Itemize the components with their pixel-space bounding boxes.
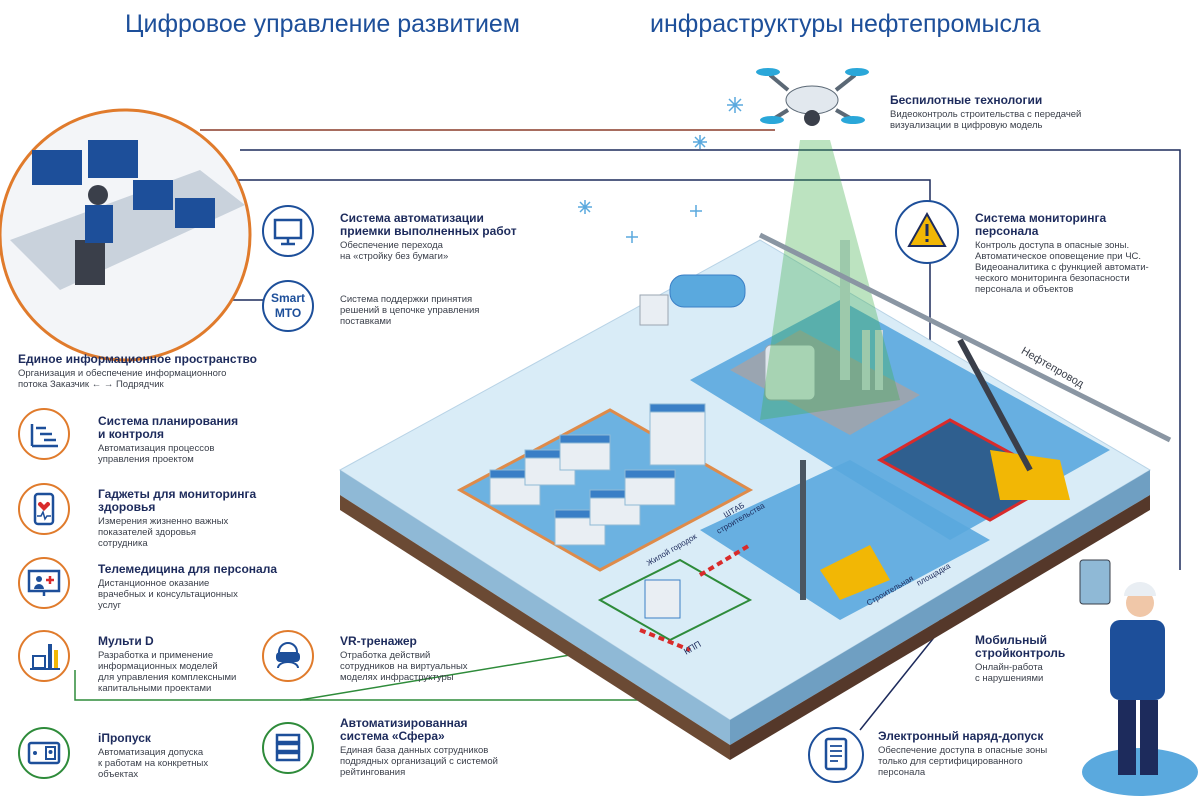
- drone-icon: [756, 68, 869, 126]
- pile-driver: [800, 460, 806, 600]
- blue-zone-site: [700, 460, 990, 620]
- acceptance-icon-circle: [262, 205, 314, 257]
- crane-truck: [990, 450, 1070, 500]
- database-icon: [275, 733, 301, 762]
- camp-buildings: [489, 403, 706, 546]
- control-room-illustration: [0, 108, 252, 362]
- permit-icon-circle: [808, 727, 864, 783]
- page-title-right: инфраструктуры нефтепромысла: [650, 10, 1041, 38]
- chimney: [840, 240, 850, 380]
- plant-model-icon: [30, 644, 60, 670]
- id-card-icon: [27, 741, 61, 765]
- monitor-icon: [273, 218, 303, 246]
- warning-icon: [907, 211, 947, 247]
- vr-headset-icon: [276, 642, 300, 669]
- storage-tank: [764, 344, 816, 401]
- tanker-truck: [639, 274, 746, 326]
- connector-ipass: [74, 670, 660, 701]
- planning-icon-circle: [18, 408, 70, 460]
- monitoring-icon-circle: [895, 200, 959, 264]
- connector-mobile: [240, 149, 1181, 570]
- feature-drones: Беспилотные технологии Видеоконтроль стр…: [890, 93, 1082, 132]
- checkpoint-booth: [644, 579, 681, 619]
- vr-icon-circle: [262, 630, 314, 682]
- tablet-device: [1079, 559, 1111, 605]
- excavator: [820, 545, 890, 600]
- barrier-gate-2: [639, 628, 691, 652]
- heart-phone-icon: [33, 492, 55, 526]
- page-title-left: Цифровое управление развитием: [125, 10, 520, 38]
- inspector-illustration: [1079, 559, 1198, 796]
- snowflakes: [578, 97, 743, 243]
- telemedicine-icon-circle: [18, 557, 70, 609]
- gantt-chart-icon: [30, 424, 58, 448]
- gadgets-icon-circle: [18, 483, 70, 535]
- sfera-icon-circle: [262, 722, 314, 774]
- feature-permit: Электронный наряд-допуск Обеспечение дос…: [878, 729, 1048, 779]
- feature-info-space: Единое информационное пространство Орган…: [18, 352, 258, 391]
- multi-d-icon-circle: [18, 630, 70, 682]
- tablet-document-icon: [824, 737, 848, 771]
- feature-title: Беспилотные технологии: [890, 93, 1043, 107]
- pipeline-line: [758, 232, 1172, 443]
- telemedicine-icon: [27, 569, 61, 596]
- ipass-icon-circle: [18, 727, 70, 779]
- feature-telemedicine: Телемедицина для персонала Дистанционное…: [98, 562, 277, 612]
- drone-scan-beam: [760, 140, 900, 420]
- crane-boom: [957, 338, 1033, 472]
